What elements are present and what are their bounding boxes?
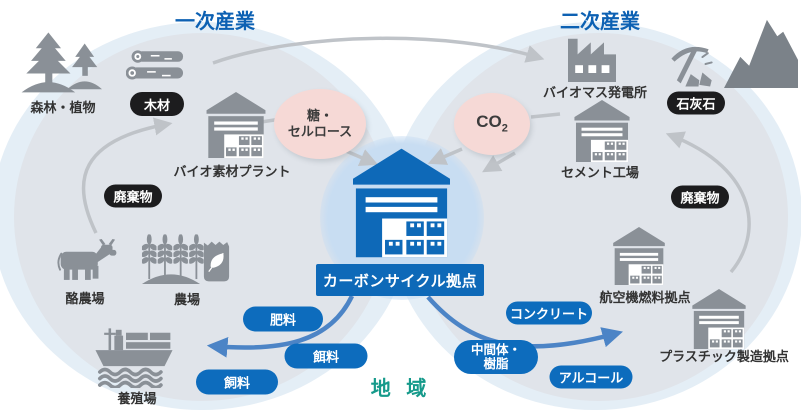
waste-right-pill: 廃棄物: [671, 185, 729, 209]
arrow-hub-to-farms: [206, 295, 355, 358]
cement-warehouse-icon: [571, 100, 633, 162]
secondary-industry-title: 二次産業: [560, 11, 640, 33]
arrow-waste-to-bioplant: [81, 117, 173, 234]
pickaxe-icon: [664, 40, 716, 88]
waste-left-pill: 廃棄物: [104, 184, 162, 208]
connector-co2-to-cement: [530, 112, 561, 119]
cow-icon: [53, 238, 117, 286]
limestone-pill: 石灰石: [667, 91, 725, 115]
plastic-warehouse-icon: [688, 289, 750, 349]
co2-text: CO2: [476, 112, 508, 135]
plastic-hub-label: プラスチック製造拠点: [659, 349, 789, 364]
dairy-farm-label: 酪農場: [65, 291, 105, 306]
biomass-power-label: バイオマス発電所: [542, 85, 648, 100]
arrow-cement-to-hub: [482, 151, 516, 173]
mountain-icon: [724, 14, 798, 88]
logs-icon: [126, 50, 188, 86]
arrow-wood-to-biomass: [212, 36, 545, 65]
arrow-sugar-to-hub: [345, 149, 379, 166]
co2-node: CO2: [454, 93, 530, 155]
sugar-cellulose-node: 糖・ セルロース: [274, 89, 366, 159]
cement-plant-label: セメント工場: [561, 165, 639, 180]
forest-icon: [20, 32, 102, 96]
fertilizer-pill: 肥料: [243, 306, 323, 332]
fish-feed-pill: 餌料: [284, 343, 368, 369]
bio-plant-warehouse-icon: [203, 92, 269, 158]
alcohol-pill: アルコール: [549, 365, 633, 389]
concrete-pill: コンクリート: [506, 301, 592, 325]
livestock-feed-pill: 飼料: [196, 369, 278, 395]
sugar-line1: 糖・: [306, 107, 333, 123]
factory-icon: [562, 28, 622, 82]
forest-label: 森林・植物: [30, 100, 96, 115]
primary-industry-title: 一次産業: [175, 11, 255, 33]
aquaculture-label: 養殖場: [117, 391, 157, 406]
wheat-field-icon: [141, 234, 204, 284]
arrow-waste-to-cement: [665, 131, 751, 274]
intermediates-resin-pill: 中間体・樹脂: [454, 340, 538, 374]
sugar-line2: セルロース: [287, 124, 353, 139]
carbon-cycle-hub-label: カーボンサイクル拠点: [316, 264, 484, 296]
farm-label: 農場: [173, 292, 201, 307]
wood-pill: 木材: [130, 92, 184, 116]
carbon-cycle-hub-icon: [353, 148, 450, 258]
seed-bag-icon: [201, 236, 232, 284]
jet-fuel-warehouse-icon: [608, 227, 670, 285]
arrow-co2-to-hub: [427, 147, 463, 165]
ship-icon: [88, 324, 180, 388]
jet-fuel-hub-label: 航空機燃料拠点: [599, 290, 691, 305]
bio-plant-label: バイオ素材プラント: [173, 164, 291, 179]
region-title: 地 域: [370, 378, 432, 400]
